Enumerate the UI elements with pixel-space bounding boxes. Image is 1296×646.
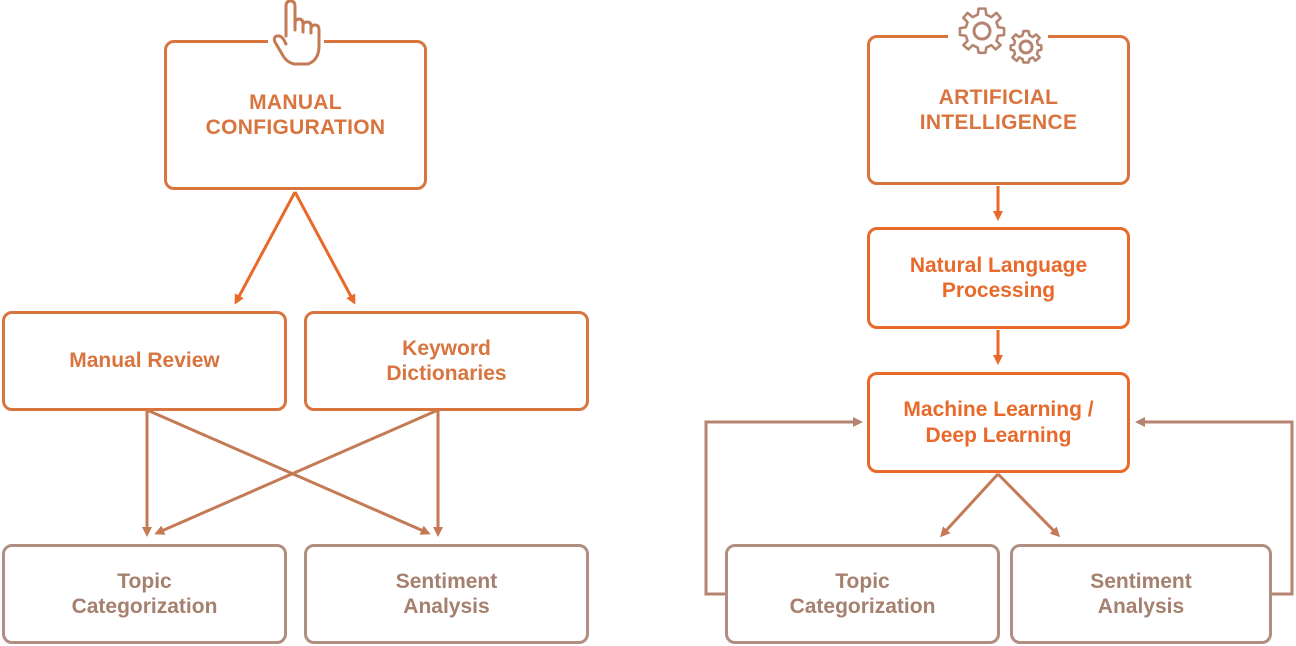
feedback-loop-sentiment [1135,417,1294,596]
left-sentiment-analysis-label: Sentiment Analysis [395,569,498,618]
left-topic-categorization-box: Topic Categorization [2,544,287,644]
pointing-hand-icon [268,0,324,72]
arrow-ml-to-topic [939,472,1000,538]
right-sentiment-analysis-label: Sentiment Analysis [1090,569,1192,618]
manual-review-box: Manual Review [2,311,287,411]
arrow-keywords-to-topic [154,408,439,535]
ml-dl-label: Machine Learning / Deep Learning [903,398,1094,447]
keyword-dictionaries-label: Keyword Dictionaries [386,336,507,385]
left-sentiment-analysis-box: Sentiment Analysis [304,544,589,644]
left-topic-categorization-label: Topic Categorization [71,569,218,618]
nlp-box: Natural Language Processing [867,227,1130,329]
nlp-label: Natural Language Processing [909,253,1088,302]
keyword-dictionaries-box: Keyword Dictionaries [304,311,589,411]
manual-configuration-label: MANUAL CONFIGURATION [205,90,386,139]
artificial-intelligence-label: ARTIFICIAL INTELLIGENCE [919,85,1078,134]
arrow-ml-to-sentiment [996,472,1061,538]
arrow-config-to-keywords [293,191,356,305]
feedback-loop-topic [704,417,863,596]
ml-dl-box: Machine Learning / Deep Learning [867,372,1130,473]
arrow-config-to-review [234,191,297,305]
right-topic-categorization-box: Topic Categorization [725,544,1000,644]
manual-review-label: Manual Review [69,349,220,373]
arrow-review-to-sentiment [146,408,431,535]
right-sentiment-analysis-box: Sentiment Analysis [1010,544,1272,644]
gears-icon [948,7,1048,70]
right-topic-categorization-label: Topic Categorization [789,569,936,618]
